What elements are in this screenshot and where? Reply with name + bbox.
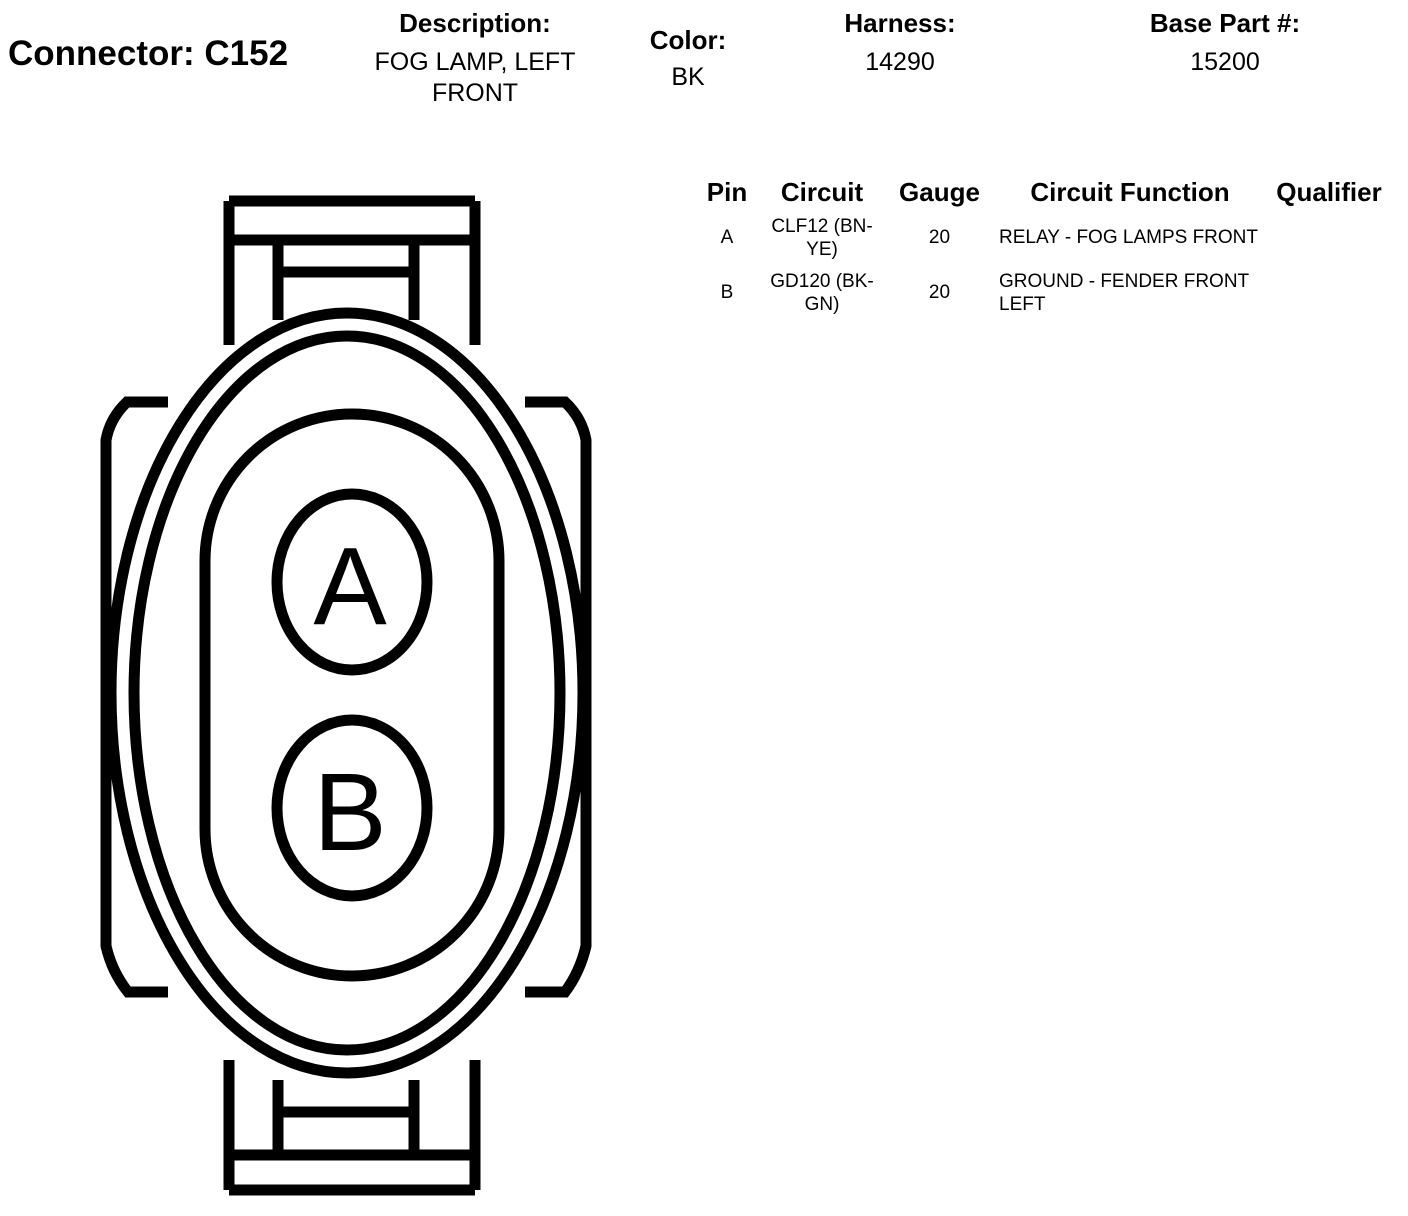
connector-title: Connector: C152 bbox=[8, 34, 289, 73]
header-qualifier: Qualifier bbox=[1276, 176, 1382, 207]
pin-b-label: B bbox=[313, 751, 386, 874]
color-label: Color: bbox=[649, 25, 727, 55]
bottom-latch bbox=[223, 1060, 481, 1196]
header-function: Circuit Function bbox=[1030, 176, 1230, 207]
base-part-block: Base Part #: 15200 bbox=[1120, 8, 1330, 78]
harness-block: Harness: 14290 bbox=[800, 8, 1000, 78]
row-pin: B bbox=[720, 282, 734, 303]
harness-label: Harness: bbox=[844, 8, 956, 38]
row-pin: A bbox=[720, 227, 734, 248]
inner-shell bbox=[128, 330, 566, 1056]
table-row: A CLF12 (BN-YE) 20 RELAY - FOG LAMPS FRO… bbox=[698, 210, 1389, 265]
description-value: FOG LAMP, LEFT FRONT bbox=[374, 48, 576, 107]
row-circuit: GD120 (BK-GN) bbox=[770, 270, 874, 315]
base-part-value: 15200 bbox=[1190, 48, 1260, 76]
row-function: GROUND - FENDER FRONT LEFT bbox=[999, 270, 1249, 315]
row-circuit: CLF12 (BN-YE) bbox=[771, 215, 873, 260]
top-latch bbox=[223, 195, 481, 345]
outer-shell bbox=[105, 307, 589, 1079]
row-gauge: 20 bbox=[928, 227, 951, 248]
description-block: Description: FOG LAMP, LEFT FRONT bbox=[340, 8, 610, 109]
table-row: B GD120 (BK-GN) 20 GROUND - FENDER FRONT… bbox=[698, 265, 1389, 320]
row-function: RELAY - FOG LAMPS FRONT bbox=[999, 227, 1259, 248]
harness-value: 14290 bbox=[865, 48, 935, 76]
pin-a-label: A bbox=[313, 525, 387, 648]
header-gauge: Gauge bbox=[899, 176, 980, 207]
color-value: BK bbox=[671, 63, 705, 91]
pin-a-circle bbox=[271, 488, 433, 676]
table-header-row: Pin Circuit Gauge Circuit Function Quali… bbox=[698, 174, 1389, 210]
pin-cavity bbox=[199, 408, 505, 982]
pin-table: Pin Circuit Gauge Circuit Function Quali… bbox=[698, 174, 1389, 320]
row-qualifier bbox=[1269, 265, 1389, 320]
base-part-label: Base Part #: bbox=[1149, 8, 1301, 38]
color-block: Color: BK bbox=[628, 25, 748, 93]
row-qualifier bbox=[1269, 210, 1389, 265]
header-pin: Pin bbox=[706, 176, 748, 207]
row-gauge: 20 bbox=[928, 282, 951, 303]
pin-b-circle bbox=[271, 714, 433, 902]
description-label: Description: bbox=[399, 8, 551, 38]
header-circuit: Circuit bbox=[780, 176, 864, 207]
